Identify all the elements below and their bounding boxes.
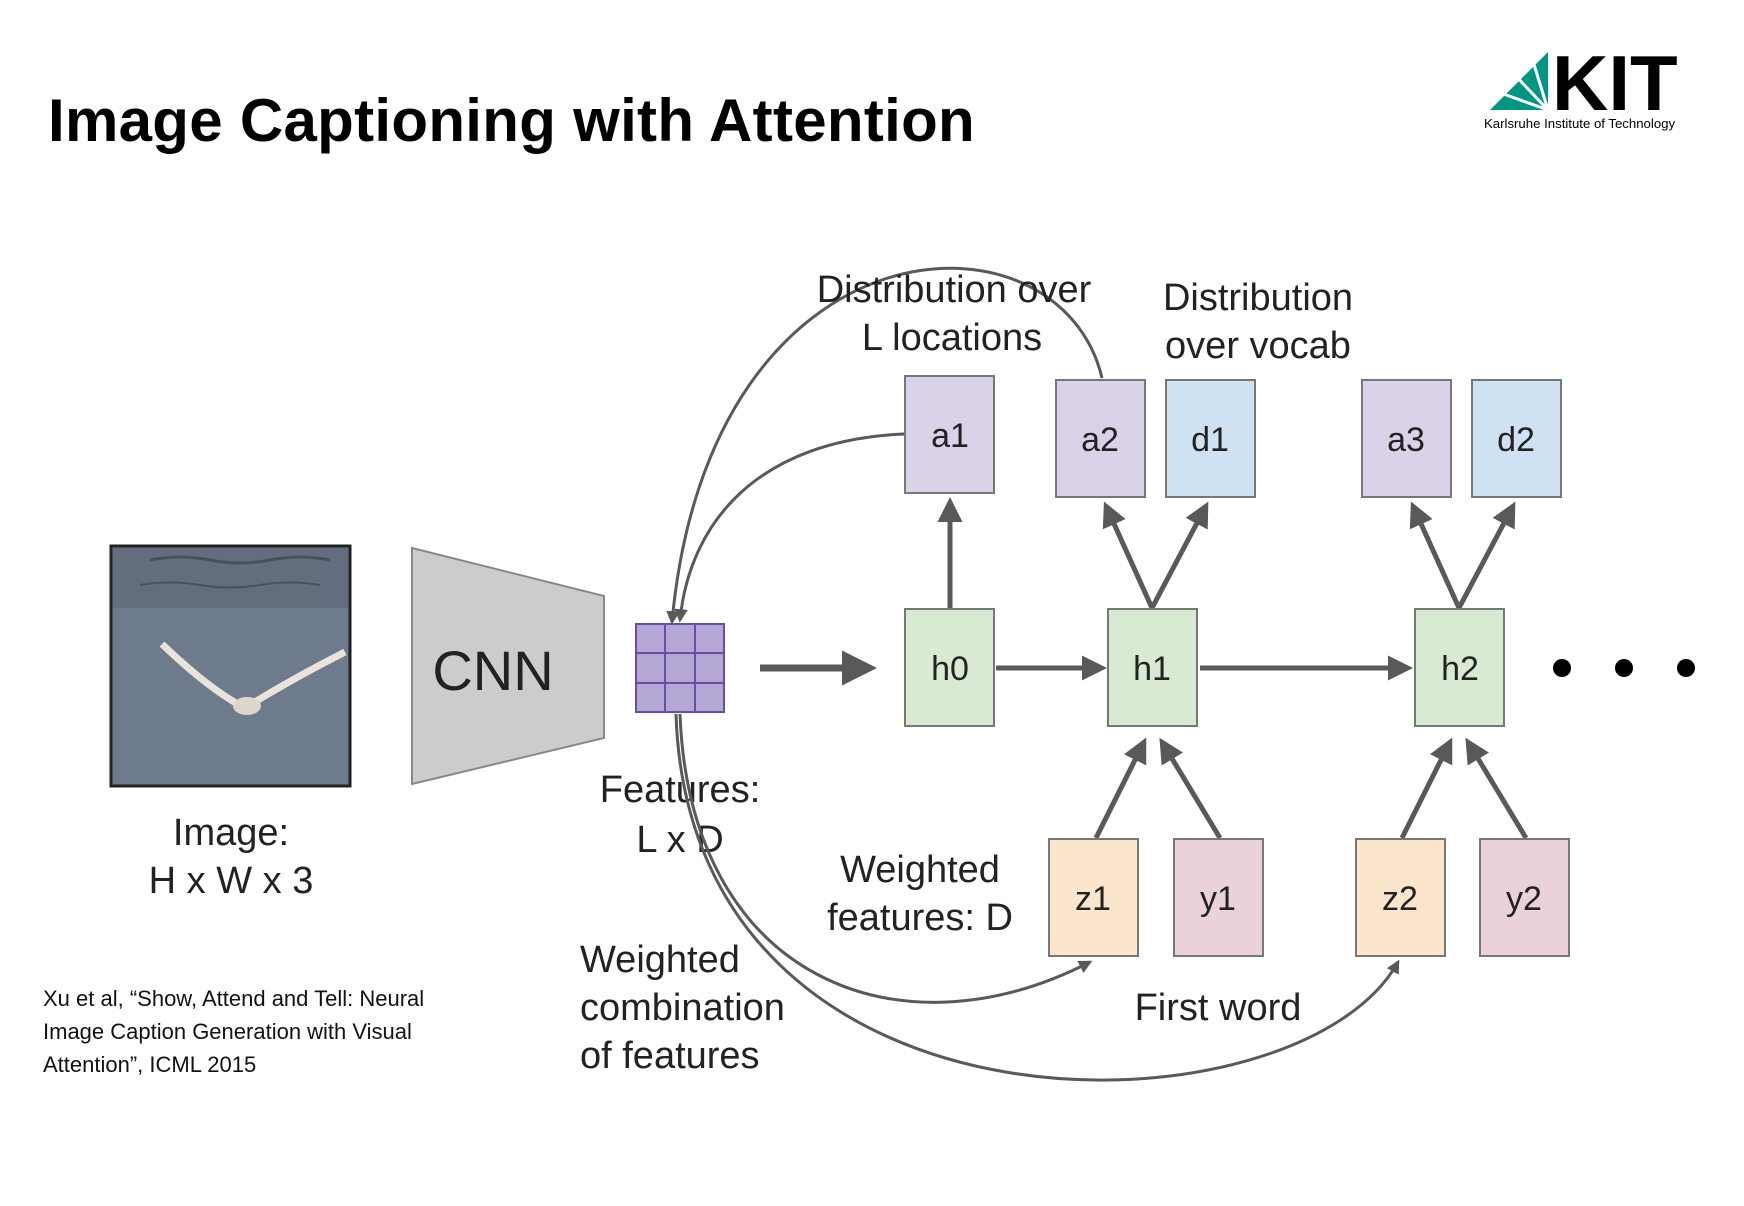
curve-a2-to-features [666,266,1104,625]
features-label-line1: Features: [600,769,761,811]
dist-vocab-label-line2: over vocab [1165,325,1351,367]
arrow-z2-to-h2 [1399,737,1453,840]
node-z1-label: z1 [1075,880,1111,918]
slide-title: Image Captioning with Attention [48,87,975,154]
weighted-features-label-line2: features: D [827,897,1013,939]
citation: Xu et al, “Show, Attend and Tell: Neural… [43,986,425,1077]
node-a1-label: a1 [931,417,969,455]
node-y1-label: y1 [1200,880,1236,918]
ellipsis-icon [1553,659,1695,677]
node-d2: d2 [1471,379,1562,498]
node-h2: h2 [1414,608,1505,727]
cnn-block [411,546,605,786]
weighted-combination-label-line3: of features [580,1035,760,1077]
arrow-h2-to-d2 [1456,501,1516,610]
arrow-h2-to-a3 [1409,501,1462,610]
image-label-line2: H x W x 3 [149,860,314,902]
node-h2-label: h2 [1441,650,1479,688]
node-h0: h0 [904,608,995,727]
curve-a1-to-features [674,432,905,623]
image-label-line1: Image: [173,812,289,854]
node-y1: y1 [1173,838,1264,957]
curve-features-to-z2 [674,713,1400,1082]
node-a3: a3 [1361,379,1452,498]
node-z1: z1 [1048,838,1139,957]
dist-locations-label-line1: Distribution over [817,269,1092,311]
node-d1: d1 [1165,379,1256,498]
node-a1: a1 [904,375,995,494]
arrow-h1-to-d1 [1149,501,1209,610]
weighted-combination-label-line2: combination [580,987,785,1029]
feature-grid [635,623,725,713]
node-h1: h1 [1107,608,1198,727]
curve-features-to-z1 [678,713,1093,1004]
arrow-z1-to-h1 [1093,737,1147,840]
input-image [109,544,352,788]
node-y2-label: y2 [1506,880,1542,918]
cnn-label: CNN [432,639,553,702]
kit-logo-subtitle: Karlsruhe Institute of Technology [1484,116,1675,131]
node-d1-label: d1 [1191,421,1229,459]
weighted-features-label-line1: Weighted [840,849,1000,891]
weighted-combination-label-line1: Weighted [580,939,740,981]
kit-logo-text: KIT [1552,42,1678,127]
node-a2-label: a2 [1081,421,1119,459]
node-z2-label: z2 [1382,880,1418,918]
kit-logo: KIT Karlsruhe Institute of Technology [1484,42,1678,131]
node-h1-label: h1 [1133,650,1171,688]
node-a2: a2 [1055,379,1146,498]
node-h0-label: h0 [931,650,969,688]
dist-locations-label-line2: L locations [862,317,1042,359]
arrow-y2-to-h2 [1465,737,1529,840]
dist-vocab-label-line1: Distribution [1163,277,1353,319]
node-z2: z2 [1355,838,1446,957]
arrow-h1-to-a2 [1102,501,1155,610]
first-word-label: First word [1135,987,1302,1029]
node-a3-label: a3 [1387,421,1425,459]
node-y2: y2 [1479,838,1570,957]
node-d2-label: d2 [1497,421,1535,459]
kit-logo-fan-icon [1490,52,1550,112]
arrow-y1-to-h1 [1159,737,1223,840]
